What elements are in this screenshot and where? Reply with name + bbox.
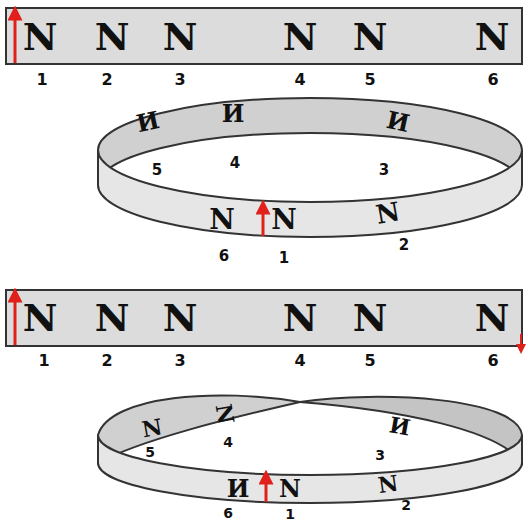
position-number: 1: [36, 72, 47, 88]
position-number: 4: [223, 435, 233, 449]
position-number: 4: [294, 353, 305, 369]
position-number: 4: [230, 156, 240, 171]
red-arrow: [14, 13, 17, 63]
magnet-letter: N: [279, 477, 301, 501]
ring-front: [98, 150, 522, 237]
red-arrow: [520, 334, 522, 349]
magnet-letter: N: [163, 18, 198, 56]
magnet-letter: И: [388, 413, 412, 438]
paper-strip: [6, 8, 522, 64]
position-number: 1: [285, 507, 295, 521]
magnet-letter: N: [163, 299, 198, 337]
position-number: 1: [279, 251, 289, 266]
position-number: 2: [399, 238, 409, 253]
ring-back: [98, 98, 522, 185]
magnet-letter: N: [374, 198, 402, 228]
position-number: 3: [375, 448, 385, 462]
position-number: 3: [379, 163, 389, 178]
magnet-letter: N: [95, 18, 130, 56]
magnet-letter: N: [283, 18, 318, 56]
magnet-letter: N: [23, 299, 58, 337]
position-number: 5: [152, 163, 162, 178]
position-number: 4: [294, 72, 305, 88]
magnet-letter: N: [353, 299, 388, 337]
paper-strip: [6, 290, 522, 346]
position-number: 5: [145, 445, 155, 459]
magnet-letter: И: [227, 477, 250, 501]
position-number: 6: [487, 353, 498, 369]
position-number: 3: [174, 353, 185, 369]
position-number: 6: [223, 506, 233, 520]
magnet-letter: N: [212, 402, 237, 426]
mobius-back: [98, 395, 300, 463]
magnet-letter: N: [140, 415, 164, 440]
magnet-letter: И: [134, 108, 161, 136]
magnet-letter: И: [222, 102, 245, 126]
red-arrow: [262, 207, 265, 236]
position-number: 2: [101, 72, 112, 88]
magnet-letter: N: [353, 18, 388, 56]
magnet-letter: N: [377, 472, 400, 497]
red-arrow: [14, 295, 17, 345]
position-number: 1: [38, 353, 49, 369]
position-number: 5: [364, 353, 375, 369]
magnet-letter: N: [283, 299, 318, 337]
magnet-letter: N: [271, 206, 297, 234]
magnet-letter: N: [475, 299, 510, 337]
magnet-letter: N: [209, 206, 235, 234]
mobius-back: [300, 397, 522, 463]
position-number: 3: [174, 72, 185, 88]
position-number: 6: [219, 249, 229, 264]
mobius-front: [98, 435, 522, 503]
red-arrow: [265, 477, 268, 502]
magnet-letter: N: [23, 18, 58, 56]
position-number: 2: [401, 498, 411, 512]
position-number: 2: [101, 353, 112, 369]
magnet-letter: И: [384, 108, 411, 136]
position-number: 6: [487, 72, 498, 88]
magnet-letter: N: [475, 18, 510, 56]
position-number: 5: [364, 72, 375, 88]
magnet-letter: N: [95, 299, 130, 337]
